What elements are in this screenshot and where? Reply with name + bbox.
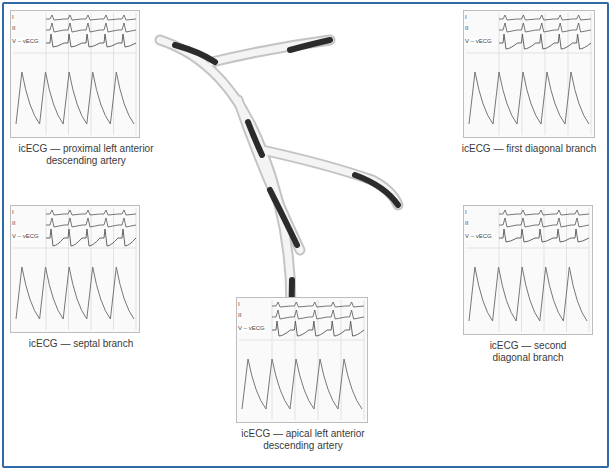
ecg-panel: icECG — septal branchIIIV – vECG	[10, 205, 140, 333]
lead-label: II	[238, 312, 241, 319]
lead-label: II	[465, 220, 468, 227]
ecg-panel: icECG — second diagonal branchIIIV – vEC…	[463, 205, 593, 335]
ecg-panel: icECG — first diagonal branchIIIV – vECG	[463, 10, 595, 138]
panel-caption: icECG — proximal left anterior descendin…	[6, 143, 166, 167]
lead-label: II	[465, 25, 468, 32]
panel-caption: icECG — first diagonal branch	[454, 143, 604, 155]
ecg-panel: icECG — proximal left anterior descendin…	[10, 10, 140, 138]
panel-caption: icECG — septal branch	[6, 338, 156, 350]
panel-caption: icECG — apical left anterior descending …	[228, 428, 378, 452]
lead-label: I	[465, 209, 467, 216]
ecg-traces	[236, 297, 368, 423]
lead-label: I	[465, 14, 467, 21]
lead-label: V – vECG	[465, 38, 492, 45]
lead-label: I	[12, 209, 14, 216]
ecg-traces	[463, 205, 593, 335]
lead-label: V – vECG	[238, 325, 265, 332]
ecg-panel: icECG — apical left anterior descending …	[236, 297, 368, 423]
ecg-traces	[463, 10, 595, 138]
panel-caption: icECG — second diagonal branch	[473, 340, 583, 364]
lead-label: I	[12, 14, 14, 21]
lead-label: V – vECG	[12, 38, 39, 45]
lead-label: I	[238, 301, 240, 308]
lead-label: II	[12, 25, 15, 32]
ecg-traces	[10, 205, 140, 333]
ecg-traces	[10, 10, 140, 138]
lead-label: V – vECG	[12, 233, 39, 240]
lead-label: V – vECG	[465, 233, 492, 240]
lead-label: II	[12, 220, 15, 227]
